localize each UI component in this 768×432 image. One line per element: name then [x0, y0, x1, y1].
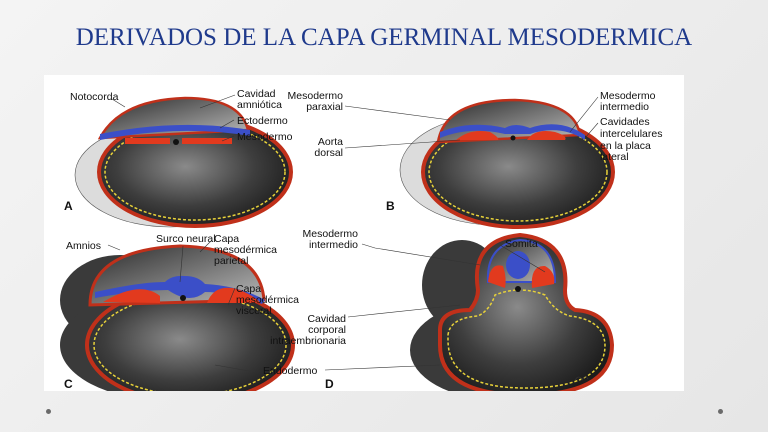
label-capa-visceral-2: mesodérmica [236, 294, 299, 306]
label-capa-parietal-3: parietal [214, 255, 248, 267]
label-cavidades-3: en la placa [600, 140, 651, 152]
label-aorta-dorsal-2: dorsal [314, 147, 343, 159]
label-cavidad-corporal-3: intraembrionaria [270, 335, 346, 347]
label-surco-neural: Surco neural [156, 233, 216, 245]
panel-a: Notocorda Cavidad amniótica Ectodermo Me… [64, 88, 293, 228]
label-mesodermo-paraxial: Mesodermo [288, 90, 344, 102]
label-mesodermo: Mesodermo [237, 131, 293, 143]
label-ectodermo: Ectodermo [237, 115, 288, 127]
panel-b: Mesodermo paraxial Aorta dorsal Mesoderm… [288, 90, 662, 229]
panel-letter-b: B [386, 199, 395, 213]
panel-c: Amnios Surco neural Capa mesodérmica par… [60, 233, 299, 404]
panel-d: Mesodermo intermedio Somita Cavidad corp… [263, 228, 615, 400]
label-cavidad-amniotica: Cavidad [237, 88, 276, 100]
label-cavidad-amniotica-2: amniótica [237, 99, 282, 111]
embryo-figure: Notocorda Cavidad amniótica Ectodermo Me… [44, 75, 684, 404]
panel-letter-a: A [64, 199, 73, 213]
label-mesodermo-intermedio-2: intermedio [600, 101, 649, 113]
aorta [510, 135, 516, 141]
decorative-dot [718, 409, 723, 414]
label-capa-parietal: Capa [214, 233, 239, 245]
label-notocorda: Notocorda [70, 91, 119, 103]
label-amnios: Amnios [66, 240, 101, 252]
notochord [515, 286, 521, 292]
label-cavidad-corporal: Cavidad [307, 313, 346, 325]
somite [488, 265, 506, 288]
mesoderm-block [456, 131, 499, 140]
label-capa-visceral: Capa [236, 283, 261, 295]
embryo-diagram: Notocorda Cavidad amniótica Ectodermo Me… [60, 88, 662, 404]
panel-letter-d: D [325, 377, 334, 391]
label-aorta-dorsal: Aorta [318, 136, 343, 148]
label-cavidades-2: intercelulares [600, 128, 662, 140]
label-cavidad-corporal-2: corporal [308, 324, 346, 336]
decorative-dot [46, 409, 51, 414]
artist-signature [574, 376, 589, 381]
label-mesodermo-intermedio-2: intermedio [309, 239, 358, 251]
notochord [173, 139, 179, 145]
mesoderm-block [207, 287, 260, 303]
panel-letter-c: C [64, 377, 73, 391]
mesoderm-block [103, 289, 160, 303]
label-cavidades: Cavidades [600, 116, 650, 128]
label-somita: Somita [505, 238, 538, 250]
slide-title: DERIVADOS DE LA CAPA GERMINAL MESODERMIC… [75, 24, 693, 51]
ectoderm-layer [440, 124, 585, 140]
mesoderm-layer [182, 138, 232, 144]
label-mesodermo-paraxial-2: paraxial [306, 101, 343, 113]
label-endodermo: Endodermo [263, 365, 317, 377]
somite [531, 265, 555, 288]
mesoderm-layer [125, 138, 170, 144]
label-mesodermo-intermedio: Mesodermo [600, 90, 656, 102]
label-capa-parietal-2: mesodérmica [214, 244, 277, 256]
label-capa-visceral-3: visceral [236, 305, 272, 317]
label-cavidades-4: lateral [600, 151, 629, 163]
ectoderm-layer [100, 124, 250, 140]
neural-tube [506, 251, 530, 279]
ectoderm-layer [95, 275, 265, 304]
label-mesodermo-intermedio: Mesodermo [303, 228, 359, 240]
notochord [180, 295, 186, 301]
mesoderm-block [527, 131, 566, 140]
